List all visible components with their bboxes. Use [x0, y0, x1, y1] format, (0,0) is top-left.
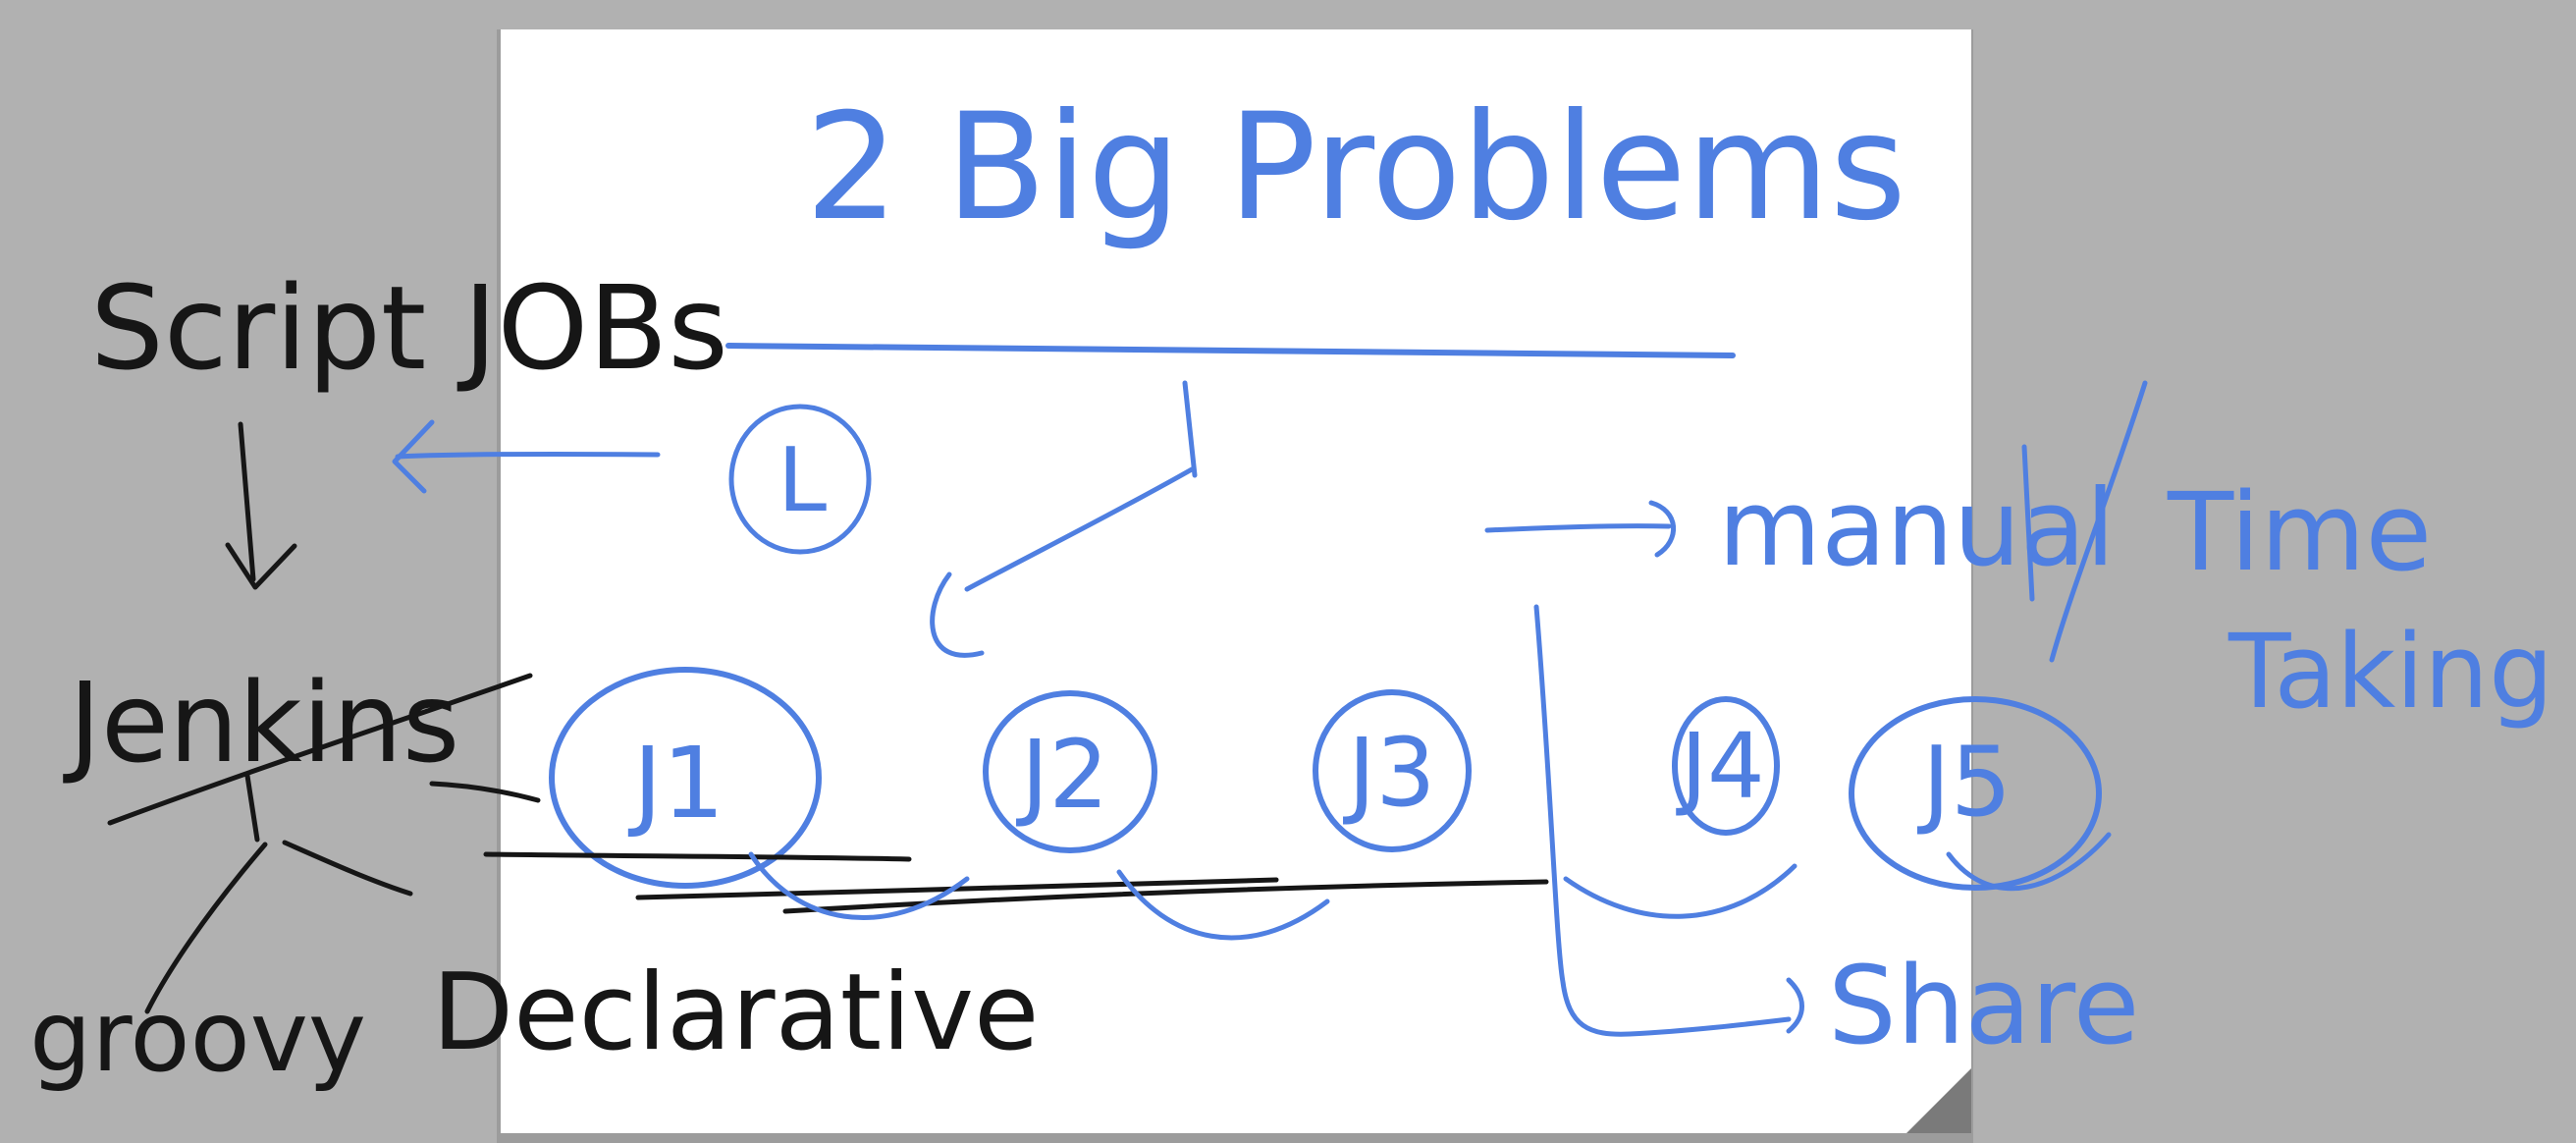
down-arrow-line [238, 421, 256, 582]
down-arrow-head [225, 542, 297, 590]
circle-l [728, 404, 872, 555]
vertical-divider [1533, 604, 1792, 1037]
branch-hook [930, 572, 985, 658]
manual-arrow-line [1484, 523, 1672, 533]
black-line-long [782, 879, 1549, 914]
manual-arrow-head [1648, 500, 1676, 558]
circle-j5 [1849, 696, 2102, 891]
blue-swoosh-j5 [1946, 832, 2112, 892]
blue-swoosh-j1 [748, 851, 970, 921]
job-label-j1: J1 [627, 726, 724, 841]
circle-j1 [549, 667, 822, 889]
circle-j4 [1672, 696, 1780, 836]
taking-text: Taking [2227, 612, 2553, 732]
branch-line-diagonal [964, 466, 1195, 592]
blue-swoosh-j4 [1563, 863, 1798, 919]
page-curl-corner[interactable] [1906, 1068, 1971, 1133]
arrow-left-line [395, 451, 661, 460]
title-underline [725, 343, 1736, 358]
paper-sheet [501, 29, 1971, 1133]
jenkins-underline [107, 673, 533, 826]
manual-text: manual [1718, 467, 2115, 590]
script-jobs-text: Script JOBs [90, 260, 728, 396]
job-label-j5: J5 [1916, 727, 2012, 839]
black-line-middle [635, 877, 1279, 900]
share-arrow-head [1786, 977, 1804, 1034]
connector-j1 [429, 781, 541, 803]
declarative-text: Declarative [432, 952, 1039, 1074]
blue-swoosh-j2 [1116, 869, 1330, 941]
arrow-left-head [392, 419, 435, 494]
black-line-upper [483, 851, 912, 862]
slash-stroke-1 [2021, 444, 2035, 602]
jenkins-branch-left [144, 842, 268, 1014]
job-label-j3: J3 [1343, 718, 1435, 828]
job-label-j4: J4 [1676, 714, 1765, 819]
branch-line-vertical [1182, 380, 1198, 478]
circle-j3 [1313, 689, 1472, 852]
slash-stroke-2 [2049, 380, 2148, 663]
circle-j2 [983, 690, 1157, 853]
circle-l-label: L [778, 429, 827, 532]
jenkins-branch-right [282, 840, 413, 897]
groovy-text: groovy [29, 979, 366, 1094]
time-text: Time [2167, 469, 2432, 595]
share-text: Share [1828, 943, 2139, 1068]
title-text: 2 Big Problems [805, 82, 1906, 253]
job-label-j2: J2 [1016, 720, 1108, 830]
jenkins-branch-stem [244, 773, 260, 843]
